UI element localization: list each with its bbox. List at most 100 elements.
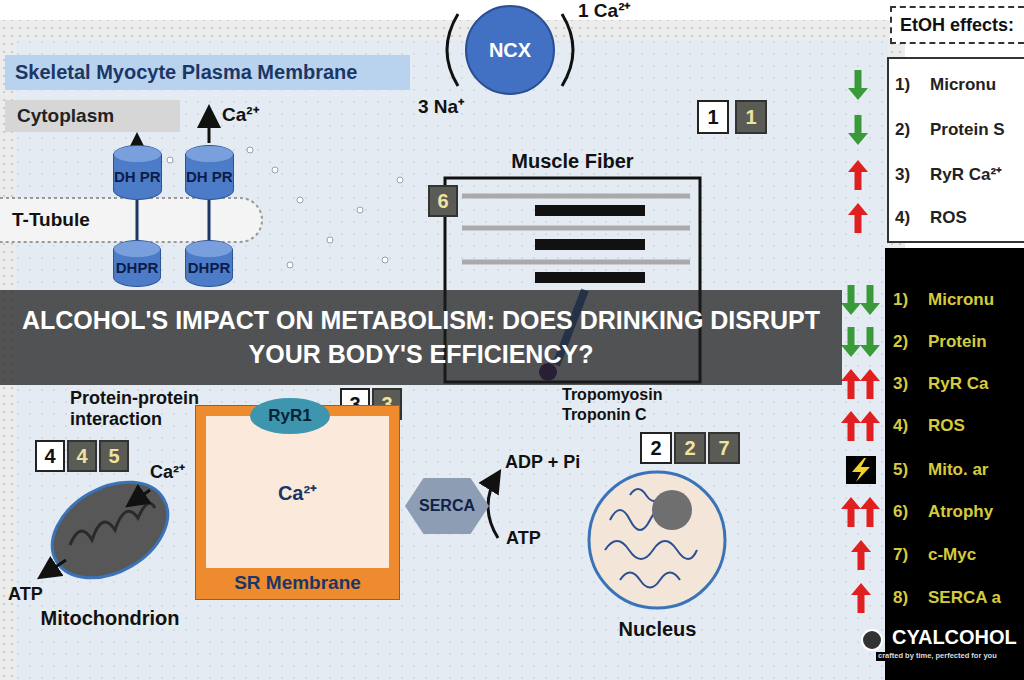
decrease-arrow	[848, 115, 868, 145]
exchanger-circle: NCX	[465, 5, 555, 95]
list-number: 2)	[895, 120, 910, 140]
structure-label: Tropomyosin	[562, 386, 662, 404]
effect-item: ROS	[928, 416, 965, 436]
channel-cylinder: DHPR	[185, 240, 233, 287]
increase-arrow	[851, 583, 871, 613]
node-text: Skeletal Myocyte Plasma Membrane	[15, 61, 357, 84]
decrease-arrow	[841, 285, 861, 315]
ion-label: 3 Na⁺	[418, 96, 464, 118]
node-text: Nucleus	[619, 618, 697, 641]
effect-item: Atrophy	[928, 502, 993, 522]
sr-box: Ca²⁺SR Membrane	[195, 405, 400, 600]
trend-arrows	[841, 70, 880, 613]
list-number: 3)	[895, 165, 910, 185]
node-text: DH PR	[114, 168, 161, 185]
node-text: 6	[437, 190, 448, 213]
node-text: 1	[745, 106, 756, 129]
node-text: SERCA	[419, 497, 475, 515]
decrease-arrow	[841, 327, 861, 357]
decrease-arrow	[860, 285, 880, 315]
node-text: 1	[707, 106, 718, 129]
list-number: 3)	[893, 374, 908, 394]
calcium-arrow	[130, 490, 150, 504]
increase-arrow	[860, 369, 880, 399]
node-text: Cytoplasm	[17, 105, 114, 127]
increase-arrow	[851, 540, 871, 570]
node-text: SR Membrane	[234, 568, 361, 599]
callout-number: 4	[67, 440, 97, 472]
dhpr-link	[208, 200, 211, 240]
lightning-symbol	[852, 458, 870, 482]
effects-heading-box: EtOH effects:	[890, 6, 1024, 44]
channel-cylinder: DH PR	[185, 145, 234, 200]
lightning-symbol	[846, 456, 876, 484]
callout-number: 1	[697, 100, 729, 134]
list-number: 4)	[895, 208, 910, 228]
ion-label: Ca²⁺	[222, 104, 259, 126]
structure-label: Troponin C	[562, 406, 646, 424]
mitochondrion-shape	[35, 463, 184, 598]
increase-arrow	[841, 411, 861, 441]
node-text: 4	[44, 445, 55, 468]
node-text: 2	[684, 437, 695, 460]
effect-item: Protein	[928, 332, 987, 352]
decrease-arrow	[860, 327, 880, 357]
node-text: Ca²⁺	[206, 416, 389, 568]
node-text: NCX	[489, 39, 531, 62]
t-tubule-shape	[0, 198, 262, 242]
nucleus: Nucleus	[575, 466, 740, 641]
effect-item: ROS	[930, 208, 967, 228]
effect-item: Protein S	[930, 120, 1005, 140]
callout-number: 6	[428, 185, 458, 217]
list-number: 1)	[895, 75, 910, 95]
atp-cycle-arrow	[488, 474, 498, 538]
increase-arrow	[841, 497, 861, 527]
title-banner: ALCOHOL'S IMPACT ON METABOLISM: DOES DRI…	[0, 290, 842, 385]
ion-label: 1 Ca²⁺	[578, 0, 630, 22]
molecule-label: ATP	[506, 528, 541, 549]
decrease-arrow	[848, 70, 868, 100]
increase-arrow	[841, 369, 861, 399]
molecule-label: ADP + Pi	[505, 452, 580, 473]
node-text: Muscle Fiber	[511, 150, 633, 173]
node-text: EtOH effects:	[900, 15, 1014, 36]
effects-panel-dark	[885, 248, 1024, 680]
ncx-bracket	[447, 14, 458, 86]
callout-number: 2	[674, 432, 706, 464]
node-text: 7	[718, 437, 729, 460]
callout-number: 4	[35, 440, 65, 472]
callout-number: 1	[735, 100, 767, 134]
callout-number: 5	[99, 440, 129, 472]
nucleus-shape	[589, 472, 725, 608]
effect-item: c-Myc	[928, 545, 976, 565]
effect-item: Micronu	[930, 75, 996, 95]
calcium-arrow	[208, 110, 211, 143]
ion-label: Ca²⁺	[150, 462, 185, 483]
effect-item: SERCA a	[928, 588, 1001, 608]
increase-arrow	[860, 497, 880, 527]
node-text: 4	[76, 445, 87, 468]
watermark: CYALCOHOL	[890, 626, 1019, 649]
increase-arrow	[848, 160, 868, 190]
region-box: Cytoplasm	[5, 100, 180, 132]
list-number: 7)	[893, 545, 908, 565]
increase-arrow	[860, 411, 880, 441]
list-number: 2)	[893, 332, 908, 352]
mitochondrion: Mitochondrion	[15, 480, 205, 630]
structure-label: Protein-protein interaction	[70, 388, 245, 429]
list-number: 5)	[893, 460, 908, 480]
node-text: DHPR	[188, 259, 231, 276]
list-number: 8)	[893, 588, 908, 608]
effect-item: RyR Ca	[928, 374, 988, 394]
node-text: RyR1	[268, 406, 311, 426]
molecule-label: ATP	[8, 584, 43, 605]
watermark: crafted by time, perfected for you	[876, 652, 999, 661]
ncx-bracket	[562, 14, 573, 86]
callout-number: 7	[708, 432, 740, 464]
header-box: Skeletal Myocyte Plasma Membrane	[5, 55, 410, 90]
receptor-blob: RyR1	[250, 398, 330, 434]
node-text: DHPR	[116, 259, 159, 276]
dhpr-link	[136, 200, 139, 240]
effect-item: RyR Ca²⁺	[930, 165, 1002, 185]
channel-cylinder: DH PR	[113, 145, 162, 200]
